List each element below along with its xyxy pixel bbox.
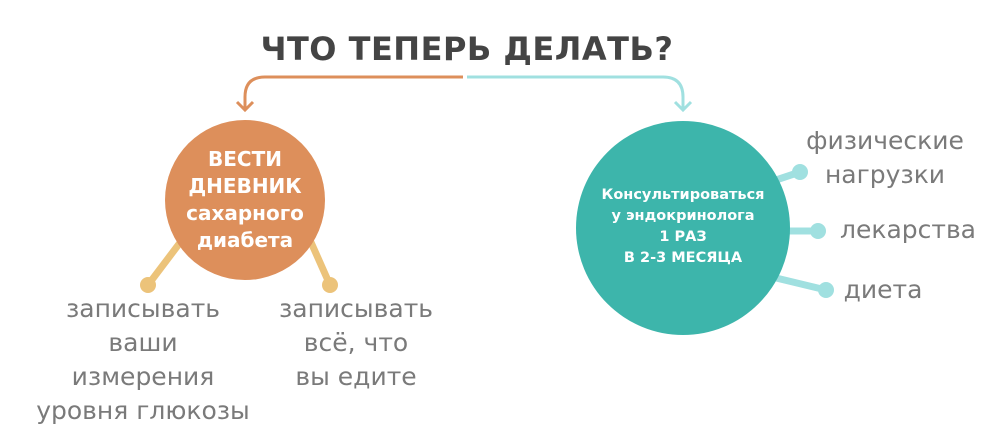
consult-circle-text: Консультироваться у эндокринолога 1 РАЗ … (576, 185, 790, 269)
label-line: измерения (71, 362, 215, 391)
circle-line: ВЕСТИ (208, 147, 282, 171)
branch-label-food: записывать всё, что вы едите (266, 292, 446, 394)
label-line: записывать (65, 294, 221, 323)
label-line: физические (806, 126, 964, 155)
label-line: диета (843, 275, 923, 304)
branch-label-measurements: записывать ваши измерения уровня глюкозы (20, 292, 266, 428)
label-line: лекарства (839, 215, 976, 244)
label-line: нагрузки (824, 160, 946, 189)
label-line: всё, что (303, 328, 409, 357)
branch-label-medicine: лекарства (836, 213, 980, 247)
page-title: ЧТО ТЕПЕРЬ ДЕЛАТЬ? (260, 30, 674, 68)
label-line: записывать (278, 294, 434, 323)
label-line: вы едите (295, 362, 417, 391)
branch-dot (140, 277, 156, 293)
circle-line: В 2-3 МЕСЯЦА (623, 250, 743, 266)
branch-dot (792, 164, 808, 180)
diary-circle-text: ВЕСТИ ДНЕВНИК сахарного диабета (165, 146, 325, 254)
branch-dot (810, 223, 826, 239)
label-line: ваши (108, 328, 178, 357)
branch-dot (818, 282, 834, 298)
arrow-right (467, 75, 693, 113)
arrow-left (235, 75, 463, 113)
consult-circle (576, 121, 790, 335)
circle-line: ДНЕВНИК (188, 174, 302, 198)
circle-line: у эндокринолога (611, 208, 755, 224)
circle-line: диабета (196, 228, 294, 252)
circle-line: 1 РАЗ (659, 229, 707, 245)
circle-line: Консультироваться (601, 187, 765, 203)
branch-dot (322, 277, 338, 293)
circle-line: сахарного (186, 201, 304, 225)
diary-circle (165, 120, 325, 280)
branch-label-diet: диета (838, 273, 928, 307)
branch-label-exercise: физические нагрузки (800, 124, 970, 192)
label-line: уровня глюкозы (36, 396, 250, 425)
